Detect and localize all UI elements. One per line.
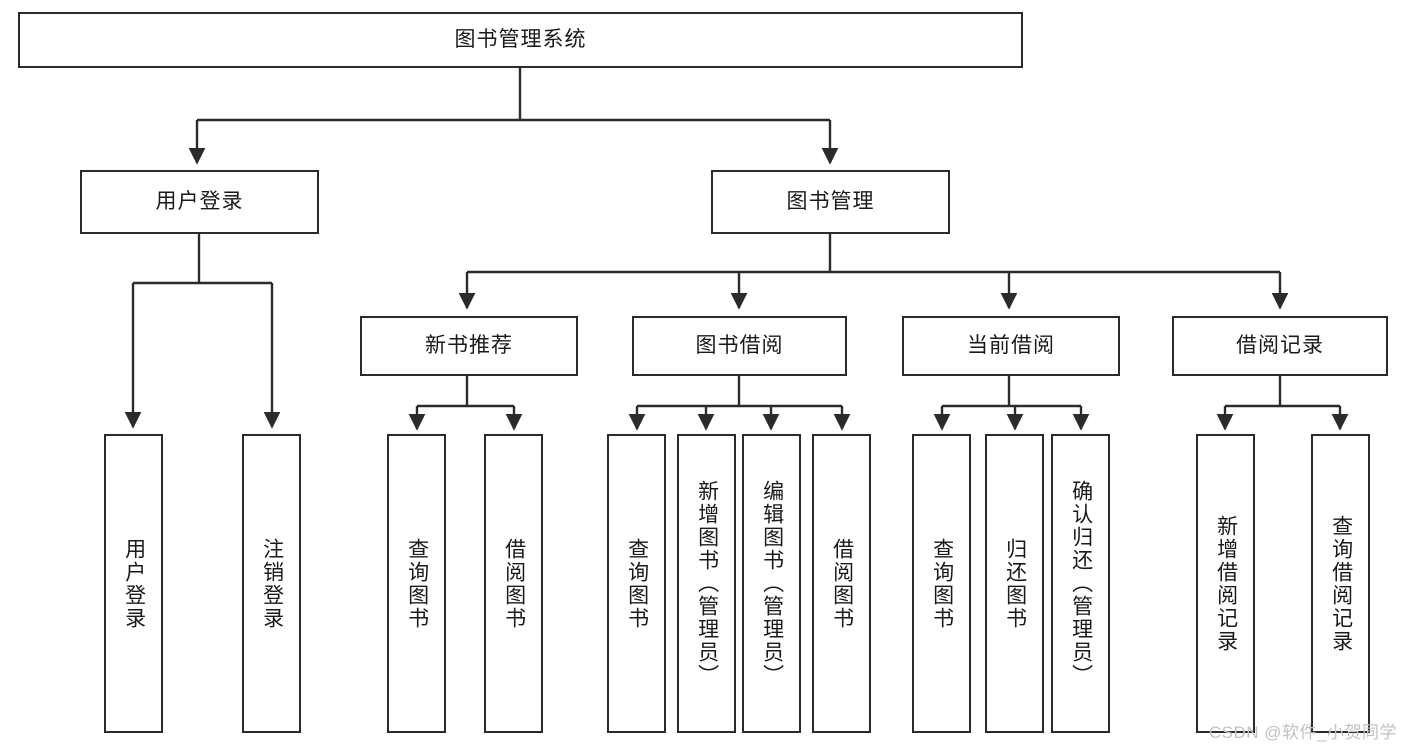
node-leaf-borrow-book-2[interactable]: 借阅图书 xyxy=(812,434,871,733)
node-leaf-query-book-3-label: 查询图书 xyxy=(930,537,954,630)
node-root[interactable]: 图书管理系统 xyxy=(18,12,1023,68)
node-leaf-borrow-book-2-label: 借阅图书 xyxy=(830,537,854,630)
node-book-borrow[interactable]: 图书借阅 xyxy=(632,316,847,376)
node-book-borrow-label: 图书借阅 xyxy=(695,334,784,358)
node-leaf-return-book-label: 归还图书 xyxy=(1003,537,1027,630)
node-user-login-label: 用户登录 xyxy=(155,190,244,214)
node-borrow-record-label: 借阅记录 xyxy=(1236,334,1324,358)
node-leaf-logout-login-label: 注销登录 xyxy=(260,537,284,630)
node-leaf-query-borrow-record[interactable]: 查询借阅记录 xyxy=(1311,434,1370,733)
node-book-management[interactable]: 图书管理 xyxy=(711,170,950,234)
node-leaf-user-login-label: 用户登录 xyxy=(122,537,146,630)
node-leaf-confirm-return-label: 确认归还（管理员） xyxy=(1069,480,1093,687)
node-new-book-recommend[interactable]: 新书推荐 xyxy=(360,316,578,376)
node-leaf-add-book[interactable]: 新增图书（管理员） xyxy=(677,434,736,733)
node-leaf-logout-login[interactable]: 注销登录 xyxy=(242,434,301,733)
node-leaf-query-book-2-label: 查询图书 xyxy=(625,537,649,630)
node-leaf-edit-book-label: 编辑图书（管理员） xyxy=(760,480,784,687)
node-leaf-edit-book[interactable]: 编辑图书（管理员） xyxy=(742,434,801,733)
node-leaf-return-book[interactable]: 归还图书 xyxy=(985,434,1044,733)
node-leaf-query-book-1[interactable]: 查询图书 xyxy=(387,434,446,733)
node-root-label: 图书管理系统 xyxy=(454,28,587,52)
node-current-borrow[interactable]: 当前借阅 xyxy=(902,316,1120,376)
node-leaf-confirm-return[interactable]: 确认归还（管理员） xyxy=(1051,434,1110,733)
watermark: CSDN @软件_小贺同学 xyxy=(1208,723,1397,742)
node-borrow-record[interactable]: 借阅记录 xyxy=(1172,316,1388,376)
node-current-borrow-label: 当前借阅 xyxy=(967,334,1055,358)
node-leaf-query-borrow-record-label: 查询借阅记录 xyxy=(1329,514,1353,653)
node-leaf-user-login[interactable]: 用户登录 xyxy=(104,434,163,733)
node-user-login[interactable]: 用户登录 xyxy=(80,170,319,234)
node-leaf-add-borrow-record-label: 新增借阅记录 xyxy=(1214,514,1238,653)
node-new-book-recommend-label: 新书推荐 xyxy=(425,334,513,358)
node-leaf-query-book-3[interactable]: 查询图书 xyxy=(912,434,971,733)
node-leaf-add-book-label: 新增图书（管理员） xyxy=(695,480,719,687)
node-leaf-query-book-2[interactable]: 查询图书 xyxy=(607,434,666,733)
node-book-management-label: 图书管理 xyxy=(786,190,875,214)
node-leaf-borrow-book-1[interactable]: 借阅图书 xyxy=(484,434,543,733)
node-leaf-borrow-book-1-label: 借阅图书 xyxy=(502,537,526,630)
node-leaf-add-borrow-record[interactable]: 新增借阅记录 xyxy=(1196,434,1255,733)
node-leaf-query-book-1-label: 查询图书 xyxy=(405,537,429,630)
